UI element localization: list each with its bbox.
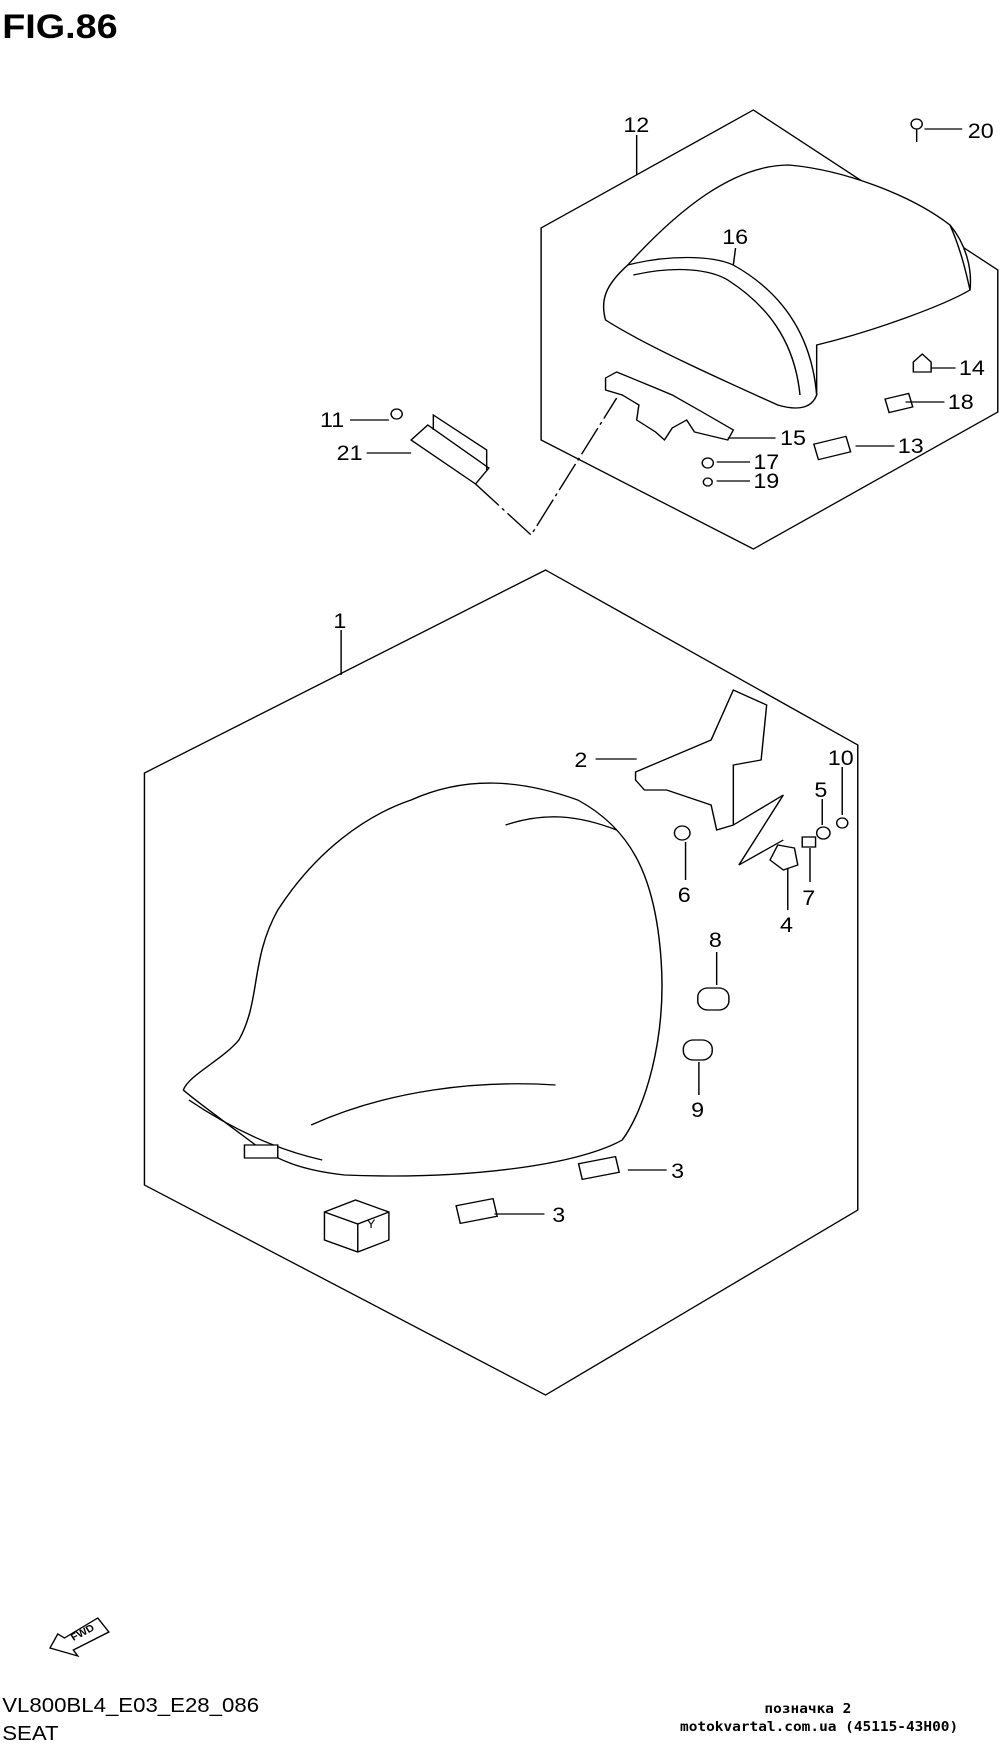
callout-9: 9 [691, 1098, 704, 1122]
callout-14: 14 [959, 356, 985, 380]
pillion-seat-group-outline [540, 109, 999, 550]
callouts: 1 2 3 3 4 5 6 7 8 9 10 11 12 13 14 15 16… [320, 113, 994, 1227]
nut-part-10 [835, 817, 849, 829]
front-seat-group-outline [143, 569, 859, 1396]
fwd-arrow-icon: FWD [48, 1617, 110, 1658]
callout-4: 4 [780, 913, 793, 937]
cushion-part-9 [682, 1039, 713, 1061]
cushion-part-3b [455, 1197, 499, 1225]
leader-lines [340, 128, 963, 1215]
figure-title: FIG.86 [2, 7, 117, 46]
cushion-part-8 [697, 987, 730, 1011]
cushion-part-18 [884, 392, 914, 414]
callout-16: 16 [722, 225, 748, 249]
watermark-line-1: позначка 2 [764, 1702, 851, 1717]
bracket-part-15 [604, 371, 735, 442]
watermark-line-2: motokvartal.com.ua (45115-43H00) [680, 1720, 958, 1735]
callout-12: 12 [623, 113, 649, 137]
callout-8: 8 [709, 928, 722, 952]
cushion-part-14 [912, 353, 932, 373]
front-seat-part [182, 782, 663, 1177]
box-label-text: Y [367, 1218, 376, 1231]
section-name: SEAT [2, 1723, 58, 1745]
callout-20: 20 [968, 119, 994, 143]
callout-13: 13 [898, 434, 924, 458]
callout-21: 21 [337, 441, 363, 465]
callout-19: 19 [753, 469, 779, 493]
model-code: VL800BL4_E03_E28_086 [2, 1695, 259, 1717]
callout-7: 7 [802, 886, 815, 910]
callout-17: 17 [753, 450, 779, 474]
pillion-seat-part [602, 164, 972, 409]
callout-1: 1 [333, 609, 346, 633]
callout-3: 3 [671, 1159, 684, 1183]
callout-2: 2 [574, 748, 587, 772]
callout-18: 18 [948, 390, 974, 414]
screw-part-20 [910, 118, 923, 142]
washer-part-5 [815, 826, 831, 840]
bracket-part-2 [634, 689, 768, 831]
bolt-part-11 [390, 408, 403, 420]
washer-part-6 [673, 825, 691, 841]
washer-part-17 [701, 457, 715, 469]
nut-part-19 [702, 477, 713, 487]
label-box: Y [323, 1199, 390, 1253]
collar-part-7 [801, 836, 817, 848]
callout-6: 6 [678, 883, 691, 907]
cushion-part-3a [577, 1155, 621, 1181]
callout-5: 5 [814, 778, 827, 802]
clip-part-4 [769, 844, 799, 871]
callout-10: 10 [828, 746, 854, 770]
callout-15: 15 [780, 426, 806, 450]
cushion-part-13 [812, 435, 852, 461]
callout-11: 11 [320, 408, 344, 432]
handle-part-21 [410, 413, 490, 485]
callout-3: 3 [552, 1203, 565, 1227]
